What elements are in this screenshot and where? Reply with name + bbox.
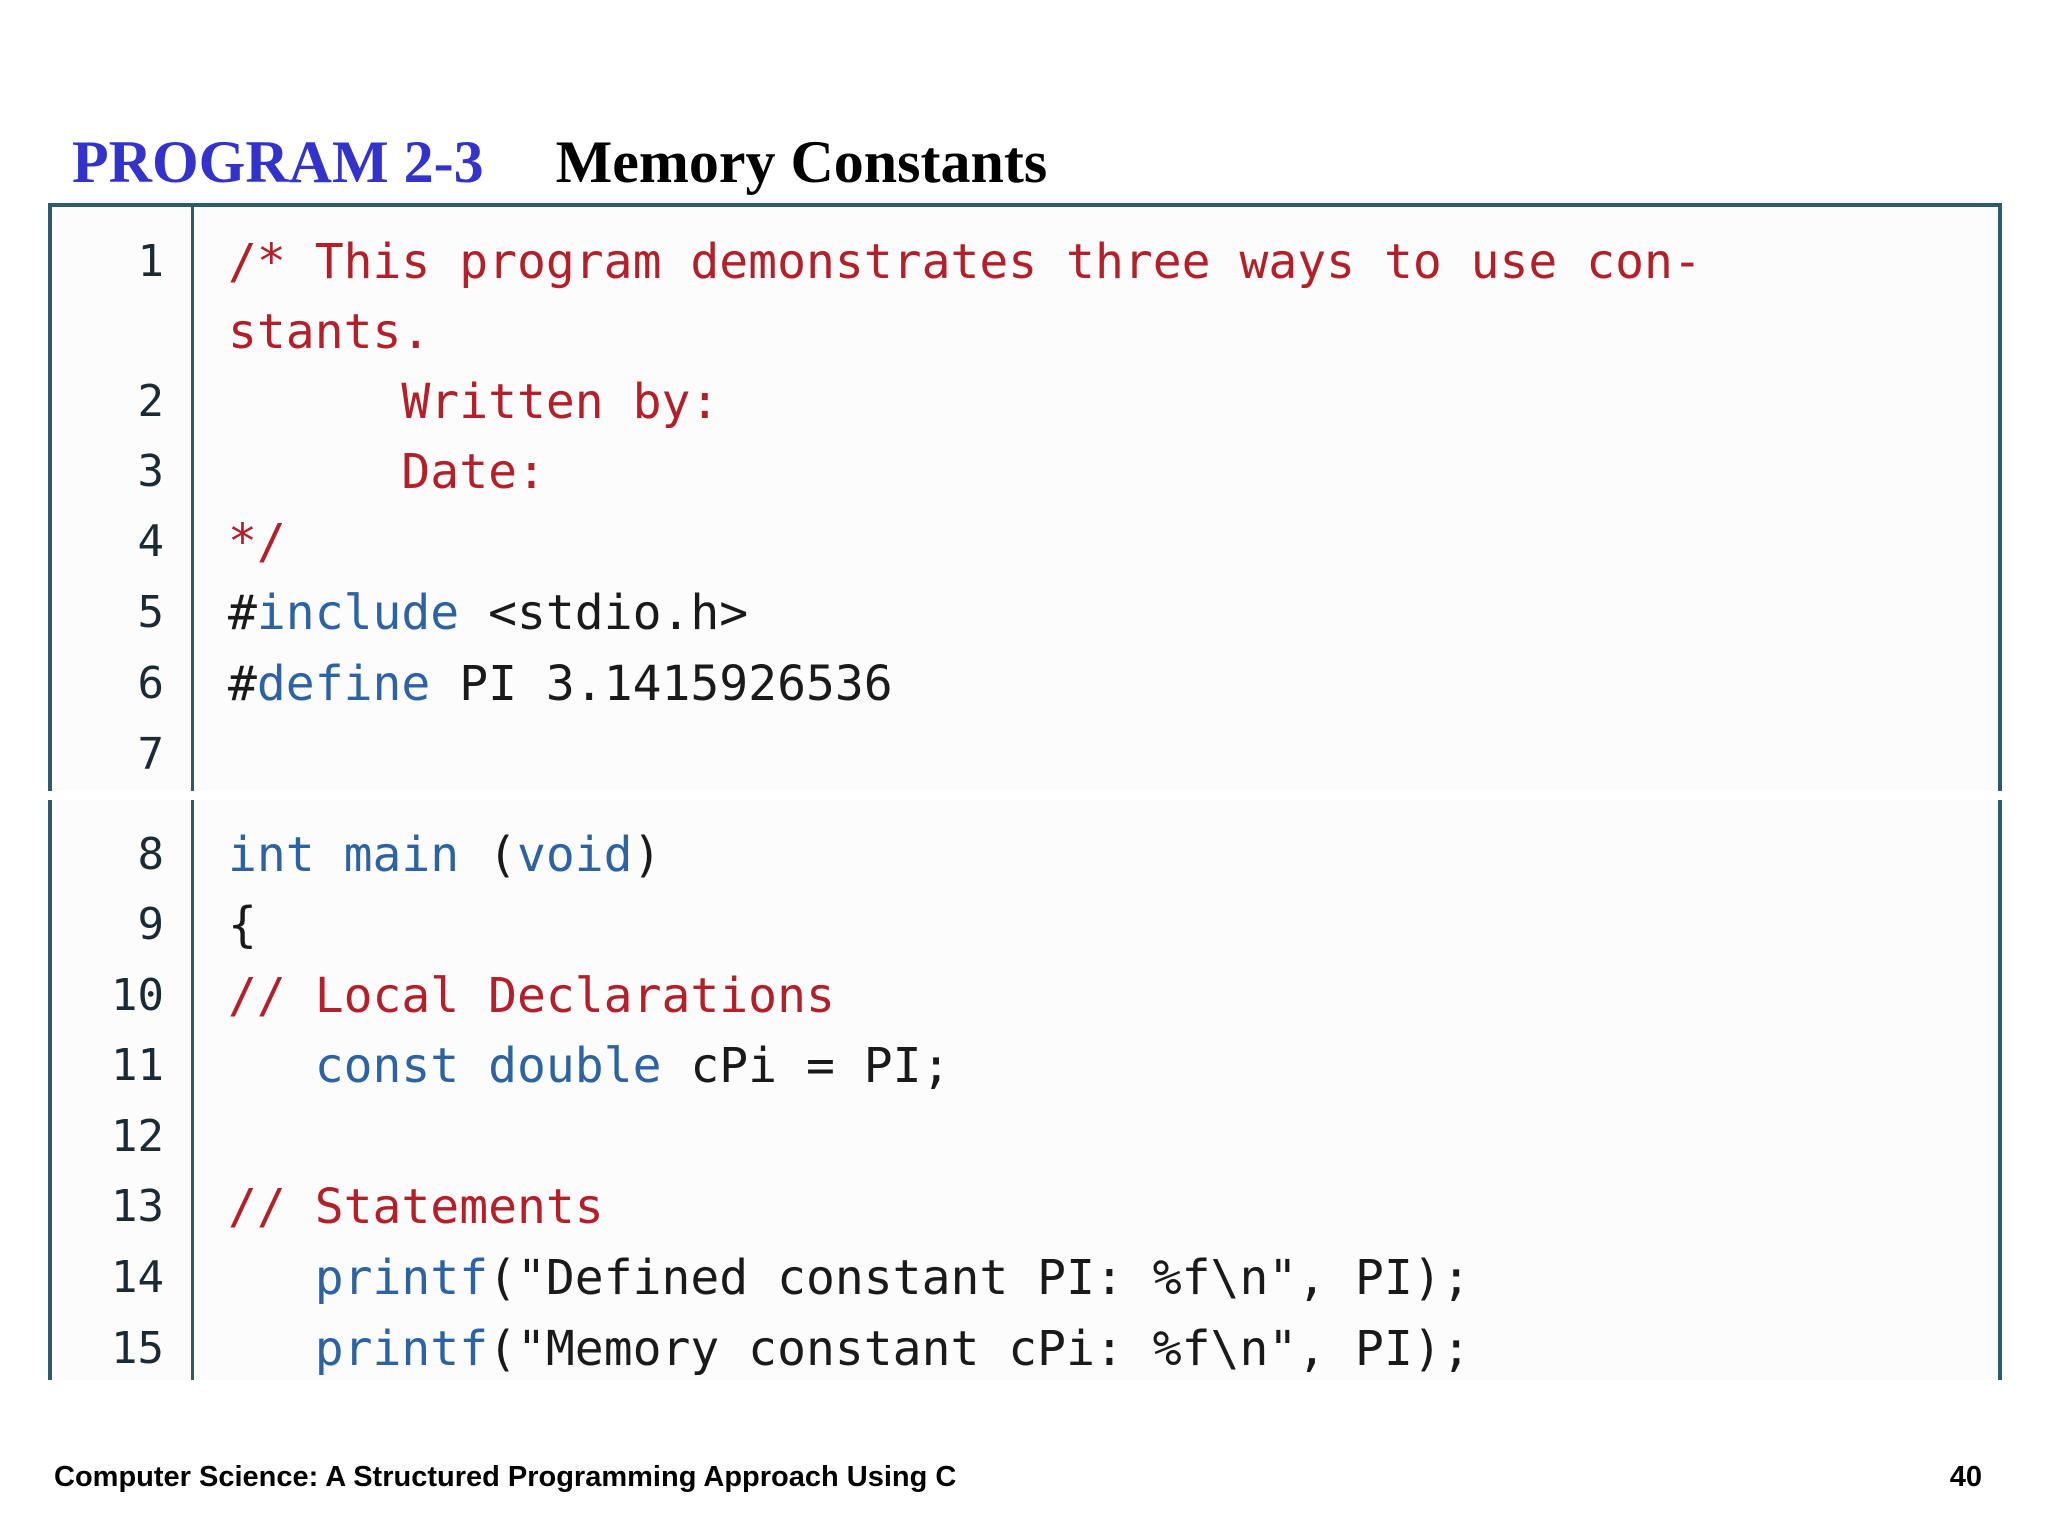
- code-text: const double cPi = PI;: [228, 1031, 951, 1101]
- code-keyword: printf: [314, 1250, 489, 1306]
- code-text: printf("Memory constant cPi: %f\n", PI);: [228, 1314, 1471, 1380]
- code-line: 14 printf("Defined constant PI: %f\n", P…: [52, 1243, 1998, 1313]
- code-line: 9{: [52, 890, 1998, 960]
- code-line: 1 /* This program demonstrates three ways…: [52, 227, 1998, 297]
- line-number: 4: [137, 516, 165, 567]
- code-token: cPi = PI;: [661, 1038, 951, 1094]
- line-number: 5: [137, 587, 165, 638]
- code-keyword: int main: [228, 827, 460, 883]
- code-token: [228, 1250, 315, 1306]
- code-token: #: [228, 656, 257, 712]
- line-number: 10: [111, 970, 164, 1021]
- footer-page-number: 40: [1949, 1461, 1982, 1493]
- line-number: 15: [111, 1323, 164, 1374]
- code-token: ("Memory constant cPi: %f\n", PI);: [488, 1321, 1471, 1377]
- line-number: 12: [111, 1111, 164, 1162]
- code-text: {: [228, 890, 257, 960]
- gutter-divider: [191, 207, 194, 791]
- line-number: 14: [111, 1252, 164, 1303]
- code-line: 2 Written by:: [52, 367, 1998, 437]
- line-number: 13: [111, 1181, 164, 1232]
- code-line: 12: [52, 1102, 1998, 1172]
- code-text: Written by:: [228, 367, 719, 437]
- code-comment: // Local Declarations: [228, 968, 835, 1024]
- code-text: printf("Defined constant PI: %f\n", PI);: [228, 1243, 1471, 1313]
- code-line: 6 #define PI 3.1415926536: [52, 649, 1998, 719]
- code-keyword: const double: [314, 1038, 662, 1094]
- footer-course-title: Computer Science: A Structured Programmi…: [54, 1461, 957, 1493]
- code-text: // Statements: [228, 1172, 604, 1242]
- code-line: 3 Date:: [52, 437, 1998, 507]
- code-token: [228, 1038, 315, 1094]
- code-text: /* This program demonstrates three ways …: [228, 227, 1702, 297]
- code-line: 7: [52, 720, 1998, 790]
- code-comment: */: [228, 514, 286, 570]
- code-line: 8 int main (void): [52, 820, 1998, 890]
- code-comment: /* This program demonstrates three ways …: [228, 234, 1702, 290]
- code-text: // Local Declarations: [228, 961, 835, 1031]
- code-line: 10 // Local Declarations: [52, 961, 1998, 1031]
- code-keyword: void: [516, 827, 633, 883]
- code-token: PI 3.1415926536: [430, 656, 893, 712]
- code-text: #define PI 3.1415926536: [228, 649, 893, 719]
- line-number: 3: [137, 446, 165, 497]
- line-number: 8: [137, 829, 165, 880]
- program-title: Memory Constants: [555, 128, 1048, 195]
- code-token: ): [632, 827, 662, 883]
- code-text: */: [228, 507, 286, 577]
- code-line: 4 */: [52, 507, 1998, 577]
- code-listing-top: 1 /* This program demonstrates three ways…: [48, 203, 2002, 791]
- code-text: Date:: [228, 437, 546, 507]
- code-comment: stants.: [228, 304, 431, 360]
- line-number: 7: [137, 729, 165, 780]
- code-keyword: define: [256, 656, 431, 712]
- code-comment: Written by:: [228, 374, 720, 430]
- line-number: 1: [137, 236, 165, 287]
- code-token: <stdio.h>: [459, 585, 749, 641]
- code-text: stants.: [228, 297, 430, 367]
- code-line: 15 printf("Memory constant cPi: %f\n", P…: [52, 1314, 1998, 1380]
- program-label: PROGRAM 2-3: [72, 128, 484, 195]
- code-token: (: [459, 827, 517, 883]
- code-comment: Date:: [228, 444, 546, 500]
- code-token: [228, 1321, 315, 1377]
- gutter-divider: [191, 800, 194, 1380]
- code-keyword: include: [256, 585, 460, 641]
- code-text: int main (void): [228, 820, 661, 890]
- code-line: 13 // Statements: [52, 1172, 1998, 1242]
- line-number: 11: [111, 1040, 164, 1091]
- code-comment: // Statements: [228, 1179, 604, 1235]
- code-token: {: [228, 897, 257, 953]
- line-number: 6: [137, 658, 165, 709]
- code-keyword: printf: [314, 1321, 489, 1377]
- code-token: ("Defined constant PI: %f\n", PI);: [488, 1250, 1471, 1306]
- code-line: 11 const double cPi = PI;: [52, 1031, 1998, 1101]
- code-text: #include <stdio.h>: [228, 578, 748, 648]
- line-number: 2: [137, 376, 165, 427]
- line-number: 9: [137, 899, 165, 950]
- code-line: 5 #include <stdio.h>: [52, 578, 1998, 648]
- code-line: stants.: [52, 297, 1998, 367]
- code-token: #: [228, 585, 257, 641]
- program-heading: PROGRAM 2-3 Memory Constants: [72, 122, 1047, 202]
